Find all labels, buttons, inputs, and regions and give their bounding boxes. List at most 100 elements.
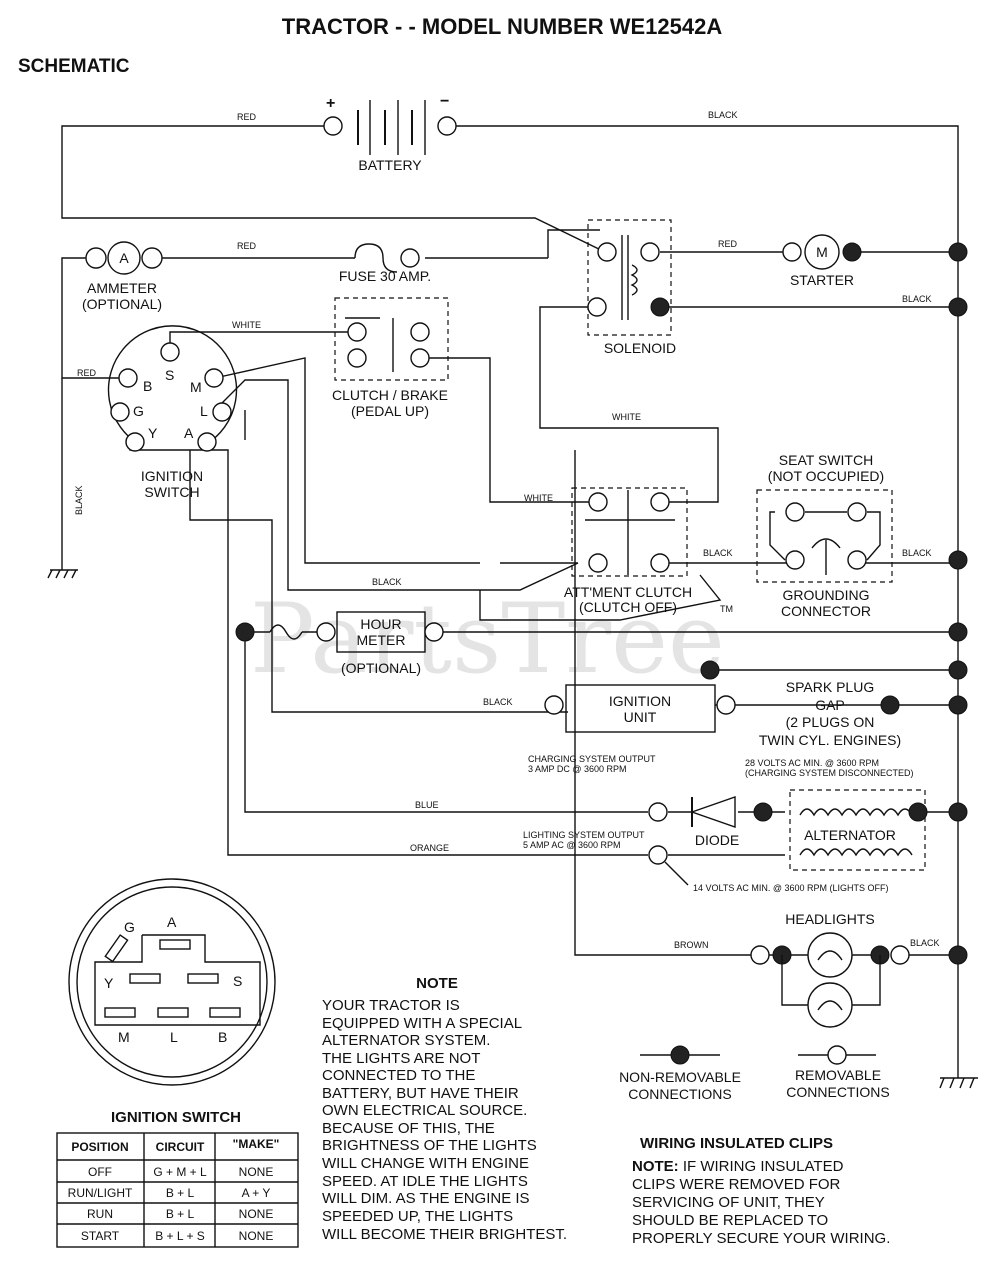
terminal-a: A [184, 425, 194, 441]
solenoid: SOLENOID [587, 219, 676, 356]
clutch-brake-label: CLUTCH / BRAKE [332, 387, 448, 403]
note-line: ALTERNATOR SYSTEM. [322, 1032, 490, 1049]
terminal-b: B [143, 378, 152, 394]
ignition-table: IGNITION SWITCH POSITION CIRCUIT "MAKE" … [56, 1109, 299, 1248]
spark-plug-note-2: TWIN CYL. ENGINES) [759, 732, 901, 748]
volts28-label: 28 VOLTS AC MIN. @ 3600 RPM [745, 758, 879, 768]
headlights: HEADLIGHTS [750, 911, 968, 1028]
lighting-output-2: 5 AMP AC @ 3600 RPM [523, 840, 621, 850]
wire-label-brown: BROWN [674, 940, 709, 950]
clips-line: SHOULD BE REPLACED TO [632, 1212, 828, 1229]
ignition-unit-label-2: UNIT [624, 709, 657, 725]
clutch-brake-label-2: (PEDAL UP) [351, 403, 429, 419]
ground-symbol-right [939, 1070, 978, 1089]
table-cell: START [81, 1229, 120, 1243]
table-cell: A + Y [242, 1186, 271, 1200]
ignition-switch-label-2: SWITCH [144, 484, 199, 500]
table-cell: NONE [239, 1207, 274, 1221]
clips-heading: WIRING INSULATED CLIPS [640, 1135, 833, 1152]
wire-label-black: BLACK [483, 697, 513, 707]
battery-label: BATTERY [358, 157, 422, 173]
plug-b: B [218, 1029, 227, 1045]
alternator-label: ALTERNATOR [804, 827, 896, 843]
starter-symbol: M [816, 244, 828, 260]
terminal-s: S [165, 367, 174, 383]
legend-nonremovable: NON-REMOVABLE [619, 1069, 741, 1085]
note-line: BRIGHTNESS OF THE LIGHTS [322, 1137, 537, 1154]
connections-legend: NON-REMOVABLE CONNECTIONS REMOVABLE CONN… [619, 1045, 890, 1102]
seat-switch-label: SEAT SWITCH [779, 452, 873, 468]
wire-label-black: BLACK [902, 294, 932, 304]
ammeter-symbol: A [119, 250, 129, 266]
wire-label-orange: ORANGE [410, 843, 449, 853]
charging-output: CHARGING SYSTEM OUTPUT [528, 754, 656, 764]
clips-line: SERVICING OF UNIT, THEY [632, 1194, 825, 1211]
ammeter: A AMMETER (OPTIONAL) [82, 241, 163, 312]
wire-label-white: WHITE [524, 493, 553, 503]
wire-labels: RED BLACK RED RED BLACK WHITE RED WHITE … [74, 110, 940, 950]
wire-label-black: BLACK [703, 548, 733, 558]
note-line: BECAUSE OF THIS, THE [322, 1120, 495, 1137]
plug-m: M [118, 1029, 130, 1045]
ignition-table-title: IGNITION SWITCH [111, 1109, 241, 1126]
wire-label-black: BLACK [372, 577, 402, 587]
terminal-g: G [133, 403, 144, 419]
diode-label: DIODE [695, 832, 739, 848]
ignition-plug-diagram: G A Y S M L B [68, 878, 276, 1086]
note-line: SPEED. AT IDLE THE LIGHTS [322, 1173, 528, 1190]
note-block: NOTE YOUR TRACTOR IS EQUIPPED WITH A SPE… [322, 975, 567, 1243]
note-line: WILL CHANGE WITH ENGINE [322, 1155, 529, 1172]
clips-line: CLIPS WERE REMOVED FOR [632, 1176, 841, 1193]
note-line: SPEEDED UP, THE LIGHTS [322, 1208, 513, 1225]
note-line: BATTERY, BUT HAVE THEIR [322, 1085, 519, 1102]
terminal-m: M [190, 379, 202, 395]
table-cell: B + L [166, 1186, 195, 1200]
battery-minus: − [440, 93, 449, 110]
ground-symbol-left [47, 569, 78, 579]
legend-nonremovable-2: CONNECTIONS [628, 1086, 731, 1102]
charging-output-2: 3 AMP DC @ 3600 RPM [528, 764, 627, 774]
seat-switch: SEAT SWITCH (NOT OCCUPIED) GROUNDING CON… [756, 452, 968, 619]
battery-plus: + [326, 95, 335, 112]
wire-label-black: BLACK [910, 938, 940, 948]
spark-plug-gap: GAP [815, 697, 845, 713]
plug-y: Y [104, 975, 114, 991]
table-cell: OFF [88, 1165, 112, 1179]
table-cell: NONE [239, 1229, 274, 1243]
page-subtitle: SCHEMATIC [18, 56, 130, 77]
fuse-label: FUSE 30 AMP. [339, 268, 431, 284]
clips-line: NOTE: IF WIRING INSULATED [632, 1158, 844, 1175]
grounding-label-2: CONNECTOR [781, 603, 871, 619]
wiring-clips-block: WIRING INSULATED CLIPS NOTE: IF WIRING I… [632, 1135, 890, 1247]
table-header: CIRCUIT [156, 1140, 205, 1154]
hour-meter-label-2: METER [357, 632, 406, 648]
table-cell: RUN/LIGHT [68, 1186, 133, 1200]
wire-label-black: BLACK [708, 110, 738, 120]
note-heading: NOTE [416, 975, 458, 992]
plug-g: G [124, 919, 135, 935]
wire-label-red: RED [718, 239, 738, 249]
spark-plug-note: (2 PLUGS ON [786, 714, 875, 730]
note-line: YOUR TRACTOR IS [322, 997, 460, 1014]
solenoid-label: SOLENOID [604, 340, 676, 356]
clips-line: PROPERLY SECURE YOUR WIRING. [632, 1230, 890, 1247]
ignition-unit: IGNITION UNIT SPARK PLUG GAP (2 PLUGS ON… [544, 679, 968, 748]
note-line: OWN ELECTRICAL SOURCE. [322, 1102, 527, 1119]
note-line: WILL BECOME THEIR BRIGHTEST. [322, 1226, 567, 1243]
fuse: FUSE 30 AMP. [339, 243, 431, 284]
wire-label-black: BLACK [902, 548, 932, 558]
lighting-output: LIGHTING SYSTEM OUTPUT [523, 830, 645, 840]
volts14-label: 14 VOLTS AC MIN. @ 3600 RPM (LIGHTS OFF) [693, 883, 889, 893]
wire-label-red: RED [237, 241, 257, 251]
table-cell: NONE [239, 1165, 274, 1179]
wire-label-white: WHITE [232, 320, 261, 330]
plug-a: A [167, 914, 177, 930]
attachment-clutch-switch: ATT'MENT CLUTCH (CLUTCH OFF) [479, 487, 722, 621]
note-line: CONNECTED TO THE [322, 1067, 475, 1084]
ignition-switch-label: IGNITION [141, 468, 203, 484]
wire-label-blue: BLUE [415, 800, 439, 810]
alternator-system: CHARGING SYSTEM OUTPUT 3 AMP DC @ 3600 R… [523, 754, 968, 893]
plug-l: L [170, 1029, 178, 1045]
note-line: THE LIGHTS ARE NOT [322, 1050, 480, 1067]
